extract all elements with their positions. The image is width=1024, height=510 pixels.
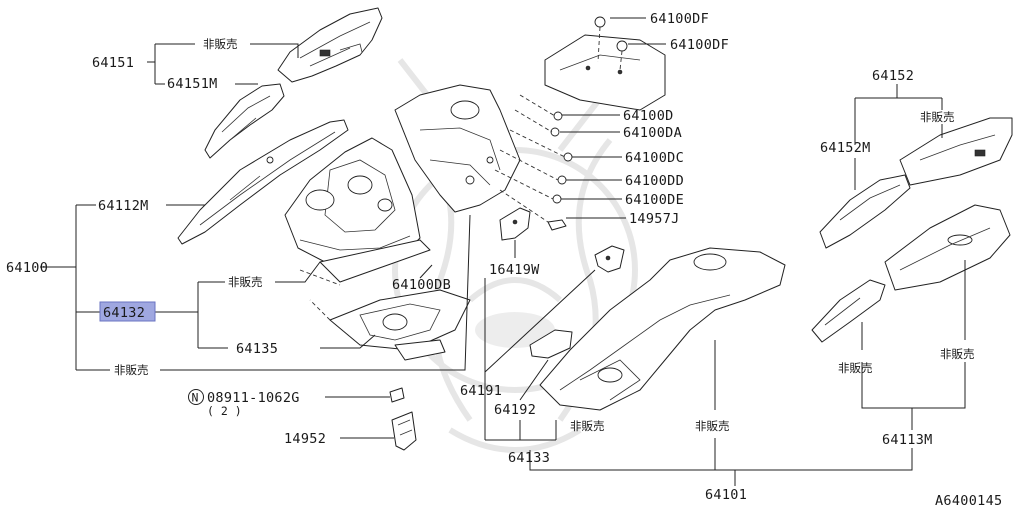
part-64152M-rail[interactable] [819, 174, 911, 249]
label-64100DB[interactable]: 64100DB [392, 277, 451, 293]
part-64135-support[interactable] [299, 269, 471, 361]
label-64100D[interactable]: 64100D [623, 108, 674, 124]
label-64133[interactable]: 64133 [508, 450, 550, 466]
label-16419W[interactable]: 16419W [489, 262, 540, 278]
label-64152-not-for-sale: 非販売 [920, 110, 955, 124]
leader-lines [40, 17, 966, 486]
label-64100DD[interactable]: 64100DD [625, 173, 684, 189]
label-64100DA[interactable]: 64100DA [623, 125, 682, 141]
label-14957J[interactable]: 14957J [629, 211, 680, 227]
label-64191[interactable]: 64191 [460, 383, 502, 399]
bolt-n-badge [188, 389, 204, 405]
label-64132[interactable]: 64132 [103, 305, 145, 321]
diagram-id: A6400145 [935, 493, 1002, 509]
label-64132-not-for-sale: 非販売 [228, 275, 263, 289]
label-64101-not-for-sale: 非販売 [695, 419, 730, 433]
label-64113M-not-for-sale-right: 非販売 [940, 347, 975, 361]
label-14952[interactable]: 14952 [284, 431, 326, 447]
part-64191-bracket[interactable] [594, 245, 625, 273]
label-64133-not-for-sale: 非販売 [570, 419, 605, 433]
label-64192[interactable]: 64192 [494, 402, 536, 418]
part-64133-assembly[interactable] [529, 247, 786, 411]
part-64112M-rail[interactable] [177, 119, 349, 245]
label-64100-not-for-sale: 非販売 [114, 363, 149, 377]
label-64135[interactable]: 64135 [236, 341, 278, 357]
clip-fasteners[interactable] [494, 94, 573, 231]
part-14952-bracket[interactable] [391, 411, 417, 451]
label-64101[interactable]: 64101 [705, 487, 747, 503]
label-08911-1062G[interactable]: 08911-1062G [207, 390, 300, 406]
part-64113M-lower-rail[interactable] [811, 279, 886, 343]
label-64100DE[interactable]: 64100DE [625, 192, 684, 208]
part-64101-strut-tower[interactable] [394, 84, 521, 213]
label-64151M[interactable]: 64151M [167, 76, 218, 92]
part-64151-rail[interactable] [277, 7, 383, 83]
part-64100DF-bracket[interactable] [544, 16, 666, 111]
label-64100DC[interactable]: 64100DC [625, 150, 684, 166]
label-64113M[interactable]: 64113M [882, 432, 933, 448]
part-64152-rail[interactable] [899, 117, 1013, 186]
label-64113M-not-for-sale-left: 非販売 [838, 361, 873, 375]
label-64100DF-b[interactable]: 64100DF [670, 37, 729, 53]
label-64100DF-a[interactable]: 64100DF [650, 11, 709, 27]
bolt-n-prefix: N [192, 391, 199, 405]
part-64100-apron[interactable] [284, 137, 431, 283]
label-64132-highlight [99, 301, 156, 322]
label-64151[interactable]: 64151 [92, 55, 134, 71]
label-64112M[interactable]: 64112M [98, 198, 149, 214]
label-64151-not-for-sale: 非販売 [203, 37, 238, 51]
part-64151M-rail[interactable] [204, 83, 285, 159]
bolt-08911-1062G[interactable] [389, 387, 405, 403]
label-bolt-quantity: ( 2 ) [207, 404, 242, 418]
label-64100[interactable]: 64100 [6, 260, 48, 276]
part-labels: 64151 非販売 64151M 64112M 64100 64132 非販売 … [6, 11, 1002, 509]
part-64113M-rail[interactable] [884, 204, 1011, 291]
label-64152[interactable]: 64152 [872, 68, 914, 84]
part-16419W-bracket[interactable] [499, 207, 531, 241]
label-64152M[interactable]: 64152M [820, 140, 871, 156]
